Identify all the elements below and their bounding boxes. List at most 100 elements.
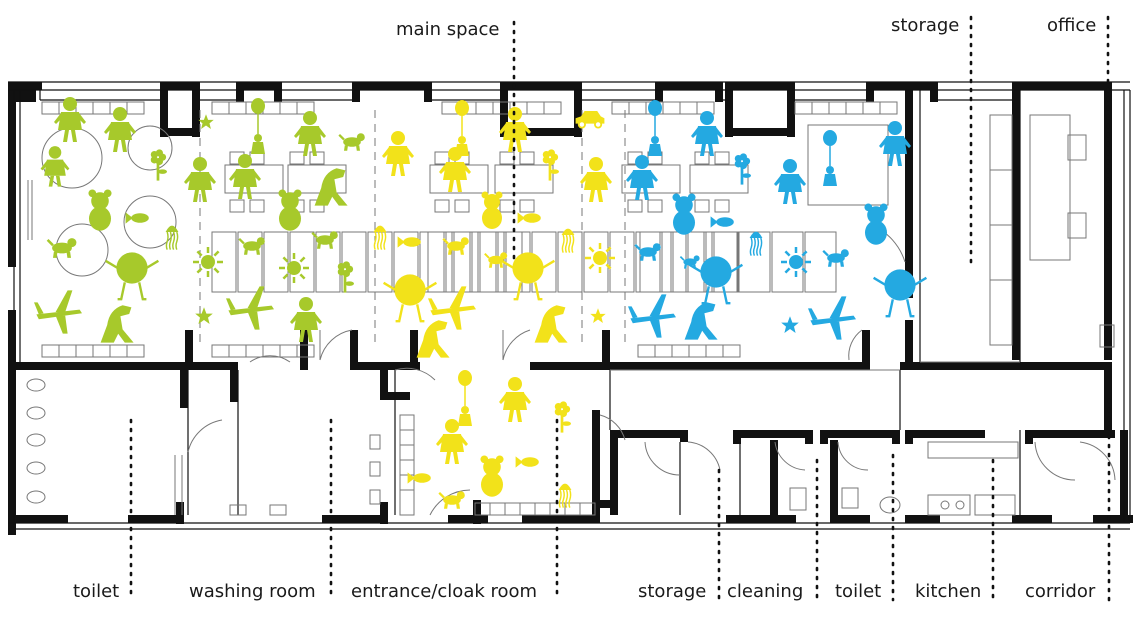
kid-body — [458, 414, 472, 426]
furniture-rect — [453, 231, 479, 293]
wall-block — [610, 430, 688, 438]
sun-core — [287, 261, 301, 275]
figure-plane — [428, 286, 476, 330]
kid-head — [113, 107, 127, 121]
figure-jelly — [165, 225, 179, 250]
wall-outline — [919, 90, 1021, 362]
furniture-rect — [841, 487, 859, 509]
dog-head — [256, 237, 265, 246]
kid-head — [299, 297, 313, 311]
bear-ear — [672, 193, 681, 202]
furniture-lines — [8, 81, 1131, 530]
wall-block — [500, 128, 582, 136]
wall-block — [8, 362, 238, 370]
bear-head — [675, 196, 693, 214]
wall-block — [1025, 430, 1033, 444]
figure-kid — [436, 419, 468, 464]
kid-legs — [700, 144, 714, 156]
furniture-rect — [109, 344, 128, 358]
kid-head — [303, 111, 317, 125]
furniture-rect — [126, 344, 145, 358]
furniture-rect — [211, 344, 230, 358]
wall-block — [820, 430, 828, 444]
wall-block — [1093, 515, 1133, 523]
dog-legs — [679, 256, 696, 269]
dog-head — [460, 237, 469, 246]
figure-fish — [397, 236, 421, 248]
kid-legs — [238, 187, 252, 199]
sun-core — [789, 255, 803, 269]
kid-head — [48, 146, 62, 159]
bear-body — [481, 472, 503, 497]
bear-ear — [103, 189, 112, 198]
bear-ear — [879, 203, 888, 212]
furniture-rect — [249, 199, 265, 213]
figure-kid — [104, 107, 136, 152]
door-swing — [837, 441, 869, 471]
door-swing — [599, 414, 626, 441]
dog-legs — [438, 492, 460, 509]
furniture-rect — [245, 344, 264, 358]
figure-dino — [684, 302, 718, 340]
furniture-rect — [369, 434, 381, 450]
fish-body — [413, 473, 431, 483]
fish-tail — [407, 472, 415, 484]
wall-block — [185, 330, 193, 370]
wall-block — [8, 82, 36, 102]
figure-fish — [710, 216, 734, 228]
figure-round — [688, 256, 744, 305]
kid-body — [108, 122, 132, 140]
wall-block — [830, 440, 838, 523]
flower-petal — [547, 149, 555, 157]
furniture-rect — [58, 344, 77, 358]
furniture-rect — [315, 231, 341, 293]
bear-body — [673, 210, 695, 235]
furniture-rect — [519, 151, 535, 165]
figure-plane — [226, 286, 274, 330]
label-toilet-right: toilet — [835, 581, 882, 602]
wall-block — [410, 330, 418, 370]
kid-arms — [774, 175, 806, 186]
furniture-rect — [1099, 324, 1115, 348]
jellyfish-tentacle — [571, 234, 575, 253]
figure-sun — [193, 247, 223, 277]
flower-petal — [739, 153, 747, 161]
car-wheel — [577, 120, 586, 129]
furniture-rect — [637, 344, 656, 358]
wall-block — [236, 82, 282, 90]
wall-block — [8, 310, 16, 530]
jellyfish-tentacle — [561, 489, 565, 508]
furniture-rect — [279, 344, 298, 358]
jellyfish-head — [558, 483, 572, 490]
toilet-bowl — [26, 406, 46, 420]
plane-fuselage — [430, 305, 476, 316]
toilet-bowl — [26, 433, 46, 447]
wall-block — [820, 430, 900, 438]
flower-leaf — [550, 169, 559, 174]
figure-dog — [679, 255, 700, 269]
furniture-circle — [940, 500, 950, 510]
kid-body — [233, 169, 257, 187]
jellyfish-head — [373, 225, 387, 232]
jellyfish-tentacle — [168, 231, 172, 250]
dog-legs — [442, 238, 464, 255]
wall-block — [725, 82, 733, 137]
wall-block — [905, 320, 913, 365]
dog-legs — [338, 134, 360, 151]
kid-arms — [104, 123, 136, 134]
furniture-rect — [369, 489, 381, 505]
figure-bear — [278, 189, 302, 231]
figure-plane — [628, 294, 676, 338]
figure-flower — [542, 149, 559, 181]
kid-legs — [589, 190, 603, 202]
furniture-rect — [287, 164, 347, 194]
car-body — [575, 111, 605, 124]
toilet-bowl — [26, 461, 46, 475]
furniture-rect — [1029, 114, 1071, 261]
wall-outline — [187, 370, 396, 515]
kid-head — [193, 157, 207, 171]
figure-dino — [100, 305, 134, 343]
furniture-rect — [621, 164, 681, 194]
star-shape — [198, 114, 214, 129]
figure-kid — [40, 146, 70, 187]
